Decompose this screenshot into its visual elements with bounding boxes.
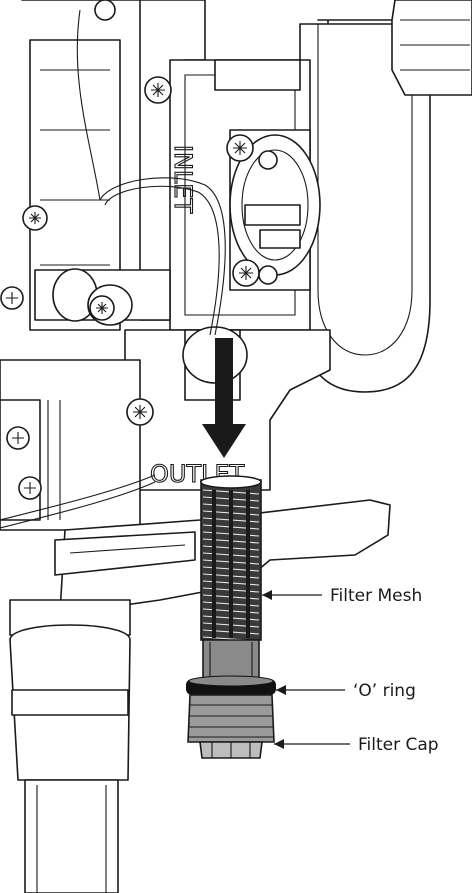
filter-mesh-label: Filter Mesh [330, 586, 422, 606]
screws [0, 0, 278, 500]
insert-direction-arrow [202, 338, 246, 458]
filter-cap [187, 694, 275, 759]
o-ring-label: ‘O’ ring [353, 681, 416, 701]
filter-mesh [200, 475, 262, 642]
o-ring [186, 675, 276, 695]
callout-leaders [262, 590, 350, 749]
filter-cap-label: Filter Cap [358, 735, 439, 755]
wire-harness [0, 9, 226, 529]
filter-assembly [186, 475, 276, 759]
filter-body [202, 639, 260, 679]
